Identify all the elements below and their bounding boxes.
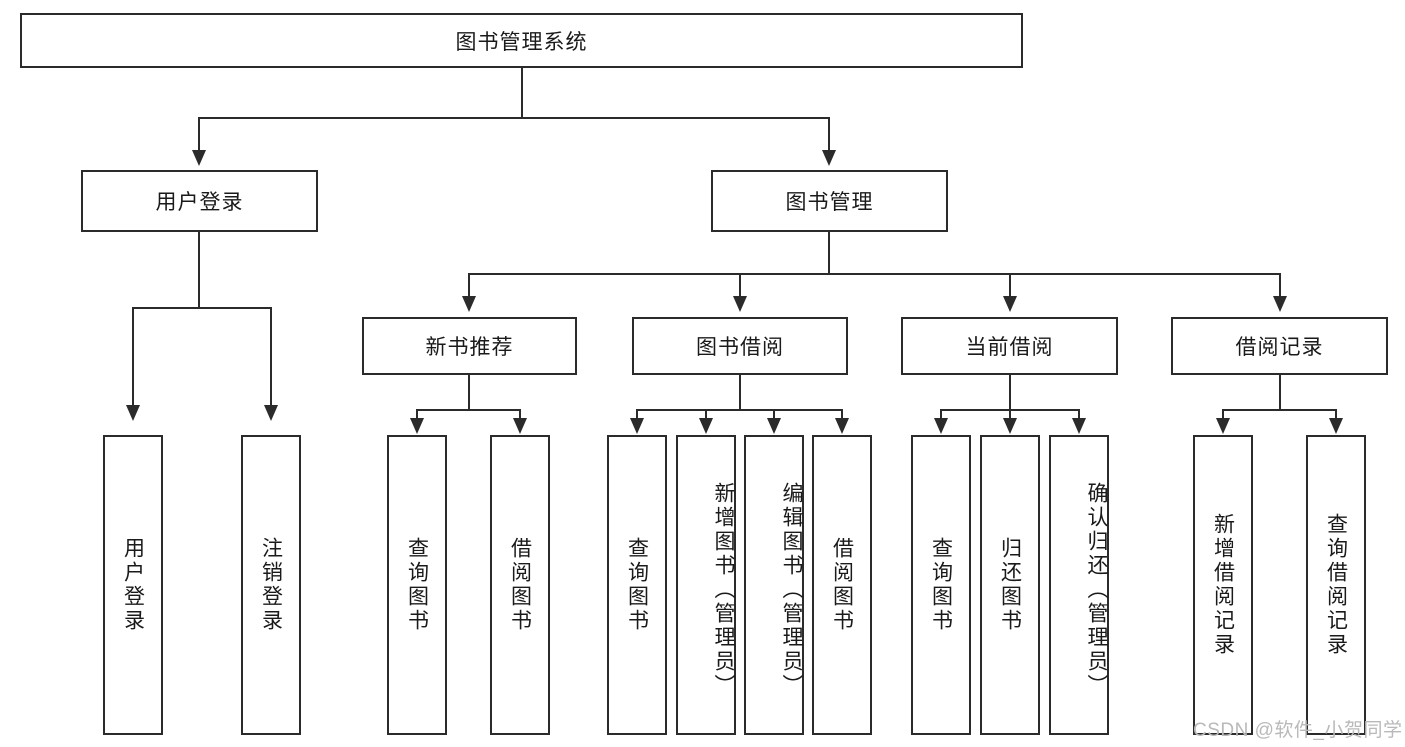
leaf-book-borrow-edit[interactable]: 编辑图书（管理员） — [744, 435, 804, 735]
node-label: 新书推荐 — [425, 336, 514, 359]
leaf-current-borrow-confirm-return[interactable]: 确认归还（管理员） — [1049, 435, 1109, 735]
connector-book-borrow-stem — [739, 375, 741, 410]
leaf-book-borrow-borrow[interactable]: 借阅图书 — [812, 435, 872, 735]
arrow-new-book-leaf-1 — [410, 418, 424, 434]
arrow-root-to-book-manage — [822, 150, 836, 166]
node-label: 新增借阅记录 — [1211, 513, 1235, 657]
node-label: 图书借阅 — [696, 336, 784, 359]
connector-new-book-stem — [468, 375, 470, 410]
leaf-current-borrow-query[interactable]: 查询图书 — [911, 435, 971, 735]
node-label: 归还图书 — [998, 537, 1022, 633]
arrow-to-new-book — [462, 296, 476, 312]
arrow-to-borrow-record — [1273, 296, 1287, 312]
connector-user-login-bar — [132, 307, 272, 309]
arrow-current-borrow-leaf-1 — [934, 418, 948, 434]
leaf-user-login-logout[interactable]: 注销登录 — [241, 435, 301, 735]
connector-root-stem — [521, 68, 523, 118]
node-label: 借阅记录 — [1235, 336, 1324, 359]
node-book-borrow[interactable]: 图书借阅 — [632, 317, 848, 375]
node-label: 查询借阅记录 — [1324, 513, 1348, 657]
connector-book-manage-stem — [828, 232, 830, 274]
leaf-book-borrow-add[interactable]: 新增图书（管理员） — [676, 435, 736, 735]
node-label: 确认归还（管理员） — [1085, 482, 1108, 698]
arrow-user-login-to-leaf-1 — [126, 405, 140, 421]
arrow-book-borrow-leaf-4 — [835, 418, 849, 434]
node-label: 图书管理系统 — [455, 30, 588, 54]
node-label: 借阅图书 — [508, 537, 532, 633]
arrow-book-borrow-leaf-2 — [699, 418, 713, 434]
connector-borrow-record-stem — [1279, 375, 1281, 410]
node-label: 新增图书（管理员） — [712, 482, 735, 698]
leaf-book-borrow-query[interactable]: 查询图书 — [607, 435, 667, 735]
connector-to-new-book — [468, 273, 470, 308]
node-new-book-recommend[interactable]: 新书推荐 — [362, 317, 577, 375]
node-label: 借阅图书 — [830, 537, 854, 633]
arrow-to-book-borrow — [733, 296, 747, 312]
arrow-root-to-user-login — [192, 150, 206, 166]
connector-root-bar — [198, 117, 830, 119]
connector-to-borrow-record — [1279, 273, 1281, 308]
node-label: 用户登录 — [155, 191, 244, 214]
connector-new-book-bar — [416, 409, 521, 411]
node-current-borrow[interactable]: 当前借阅 — [901, 317, 1118, 375]
node-label: 用户登录 — [121, 537, 145, 633]
connector-user-login-to-leaf-2 — [270, 307, 272, 407]
node-borrow-record[interactable]: 借阅记录 — [1171, 317, 1388, 375]
arrow-current-borrow-leaf-2 — [1003, 418, 1017, 434]
connector-user-login-to-leaf-1 — [132, 307, 134, 407]
leaf-borrow-record-query[interactable]: 查询借阅记录 — [1306, 435, 1366, 735]
arrow-current-borrow-leaf-3 — [1072, 418, 1086, 434]
node-label: 查询图书 — [929, 537, 953, 633]
connector-current-borrow-stem — [1009, 375, 1011, 410]
connector-user-login-stem — [198, 232, 200, 308]
leaf-user-login-login[interactable]: 用户登录 — [103, 435, 163, 735]
node-root-system[interactable]: 图书管理系统 — [20, 13, 1023, 68]
leaf-new-book-borrow[interactable]: 借阅图书 — [490, 435, 550, 735]
connector-book-borrow-bar — [636, 409, 843, 411]
node-book-management[interactable]: 图书管理 — [711, 170, 948, 232]
leaf-borrow-record-add[interactable]: 新增借阅记录 — [1193, 435, 1253, 735]
watermark-text: CSDN @软件_小贺同学 — [1193, 720, 1403, 741]
leaf-current-borrow-return[interactable]: 归还图书 — [980, 435, 1040, 735]
node-label: 查询图书 — [405, 537, 429, 633]
connector-root-to-user-login — [198, 117, 200, 152]
connector-root-to-book-manage — [828, 117, 830, 152]
arrow-book-borrow-leaf-1 — [630, 418, 644, 434]
node-user-login[interactable]: 用户登录 — [81, 170, 318, 232]
connector-borrow-record-bar — [1222, 409, 1337, 411]
connector-to-current-borrow — [1009, 273, 1011, 308]
arrow-book-borrow-leaf-3 — [767, 418, 781, 434]
node-label: 注销登录 — [259, 537, 283, 633]
node-label: 查询图书 — [625, 537, 649, 633]
arrow-to-current-borrow — [1003, 296, 1017, 312]
leaf-new-book-query[interactable]: 查询图书 — [387, 435, 447, 735]
connector-book-manage-bar — [468, 273, 1281, 275]
node-label: 图书管理 — [785, 191, 874, 214]
node-label: 当前借阅 — [965, 336, 1054, 359]
node-label: 编辑图书（管理员） — [780, 482, 803, 698]
arrow-new-book-leaf-2 — [513, 418, 527, 434]
connector-to-book-borrow — [739, 273, 741, 308]
arrow-borrow-record-leaf-1 — [1216, 418, 1230, 434]
arrow-borrow-record-leaf-2 — [1329, 418, 1343, 434]
arrow-user-login-to-leaf-2 — [264, 405, 278, 421]
